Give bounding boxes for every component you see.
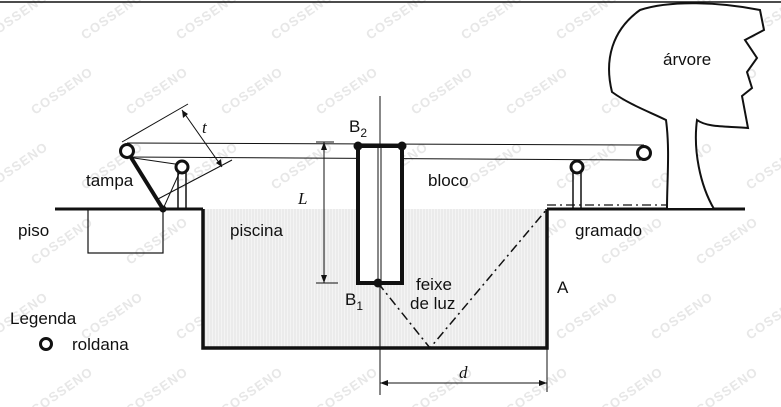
watermark-text: COSSENO xyxy=(313,364,381,407)
d-label: d xyxy=(459,363,468,382)
watermark-text: COSSENO xyxy=(598,364,666,407)
watermark-text: COSSENO xyxy=(503,64,571,118)
d-arrowhead-right xyxy=(539,380,547,386)
L-arrowhead-bottom xyxy=(321,275,327,283)
watermark-text: COSSENO xyxy=(28,364,96,407)
t-dim-arrow xyxy=(181,109,223,168)
pulley-tree-icon xyxy=(636,145,652,161)
watermark-text: COSSENO xyxy=(693,214,761,268)
B1-label-main: B xyxy=(345,290,356,309)
watermark-text: COSSENO xyxy=(553,0,621,42)
light-beam xyxy=(377,208,548,350)
tree-label: árvore xyxy=(663,50,711,69)
pulley-right-icon xyxy=(569,159,585,175)
t-label: t xyxy=(202,118,208,137)
block-top-right-point xyxy=(397,141,407,151)
B1-label: B1 xyxy=(345,290,363,313)
pool-outline xyxy=(201,209,549,350)
watermark-text: COSSENO xyxy=(313,64,381,118)
watermark-text: COSSENO xyxy=(408,64,476,118)
piso-label: piso xyxy=(18,221,49,240)
watermark-text: COSSENO xyxy=(123,64,191,118)
watermark-text: COSSENO xyxy=(268,0,336,42)
t-dim-line-b xyxy=(157,159,233,200)
A-label: A xyxy=(557,278,569,297)
B2-label: B2 xyxy=(349,117,367,140)
left-pulley-rope xyxy=(162,166,183,210)
B1-label-sub: 1 xyxy=(356,299,363,313)
watermark-text: COSSENO xyxy=(123,214,191,268)
watermark-text: COSSENO xyxy=(218,364,286,407)
piscina-label: piscina xyxy=(230,221,283,240)
watermark-text: COSSENO xyxy=(0,139,51,193)
watermark-text: COSSENO xyxy=(28,64,96,118)
watermark-text: COSSENO xyxy=(743,289,781,343)
watermark-text: COSSENO xyxy=(0,0,51,42)
bloco-label: bloco xyxy=(428,171,469,190)
B2-label-sub: 2 xyxy=(360,126,367,140)
watermark-text: COSSENO xyxy=(173,0,241,42)
watermark-text: COSSENO xyxy=(553,139,621,193)
block-bloco xyxy=(356,144,404,285)
d-arrowhead-left xyxy=(380,380,388,386)
L-label: L xyxy=(297,189,307,208)
watermark-text: COSSENO xyxy=(693,364,761,407)
B2-point xyxy=(353,141,363,151)
t-arrowhead-top xyxy=(182,110,188,118)
watermark-text: COSSENO xyxy=(743,139,781,193)
legend-pulley-icon xyxy=(39,337,53,351)
floor-opening xyxy=(87,208,164,254)
pulley-left-icon xyxy=(174,159,190,175)
watermark-text: COSSENO xyxy=(503,364,571,407)
feixe-label-line2: de luz xyxy=(410,294,455,313)
gramado-label: gramado xyxy=(575,221,642,240)
legend-title: Legenda xyxy=(10,309,77,328)
B2-label-main: B xyxy=(349,117,360,136)
tampa-label: tampa xyxy=(86,171,134,190)
lid-tampa xyxy=(125,149,165,211)
watermark-text: COSSENO xyxy=(363,0,431,42)
watermark-text: COSSENO xyxy=(123,364,191,407)
rope-to-left-pulley xyxy=(126,156,183,166)
t-arrowhead-bottom xyxy=(216,159,222,167)
watermark-text: COSSENO xyxy=(458,0,526,42)
pulley-lid-icon xyxy=(119,143,135,159)
tree-shape xyxy=(608,2,766,210)
feixe-label-line1: feixe xyxy=(416,275,452,294)
t-dim-line-a xyxy=(121,103,189,143)
watermark-text: COSSENO xyxy=(78,0,146,42)
watermark-text: COSSENO xyxy=(218,64,286,118)
L-arrowhead-top xyxy=(321,142,327,150)
watermark-text: COSSENO xyxy=(648,289,716,343)
legend-roldana-label: roldana xyxy=(72,335,129,354)
